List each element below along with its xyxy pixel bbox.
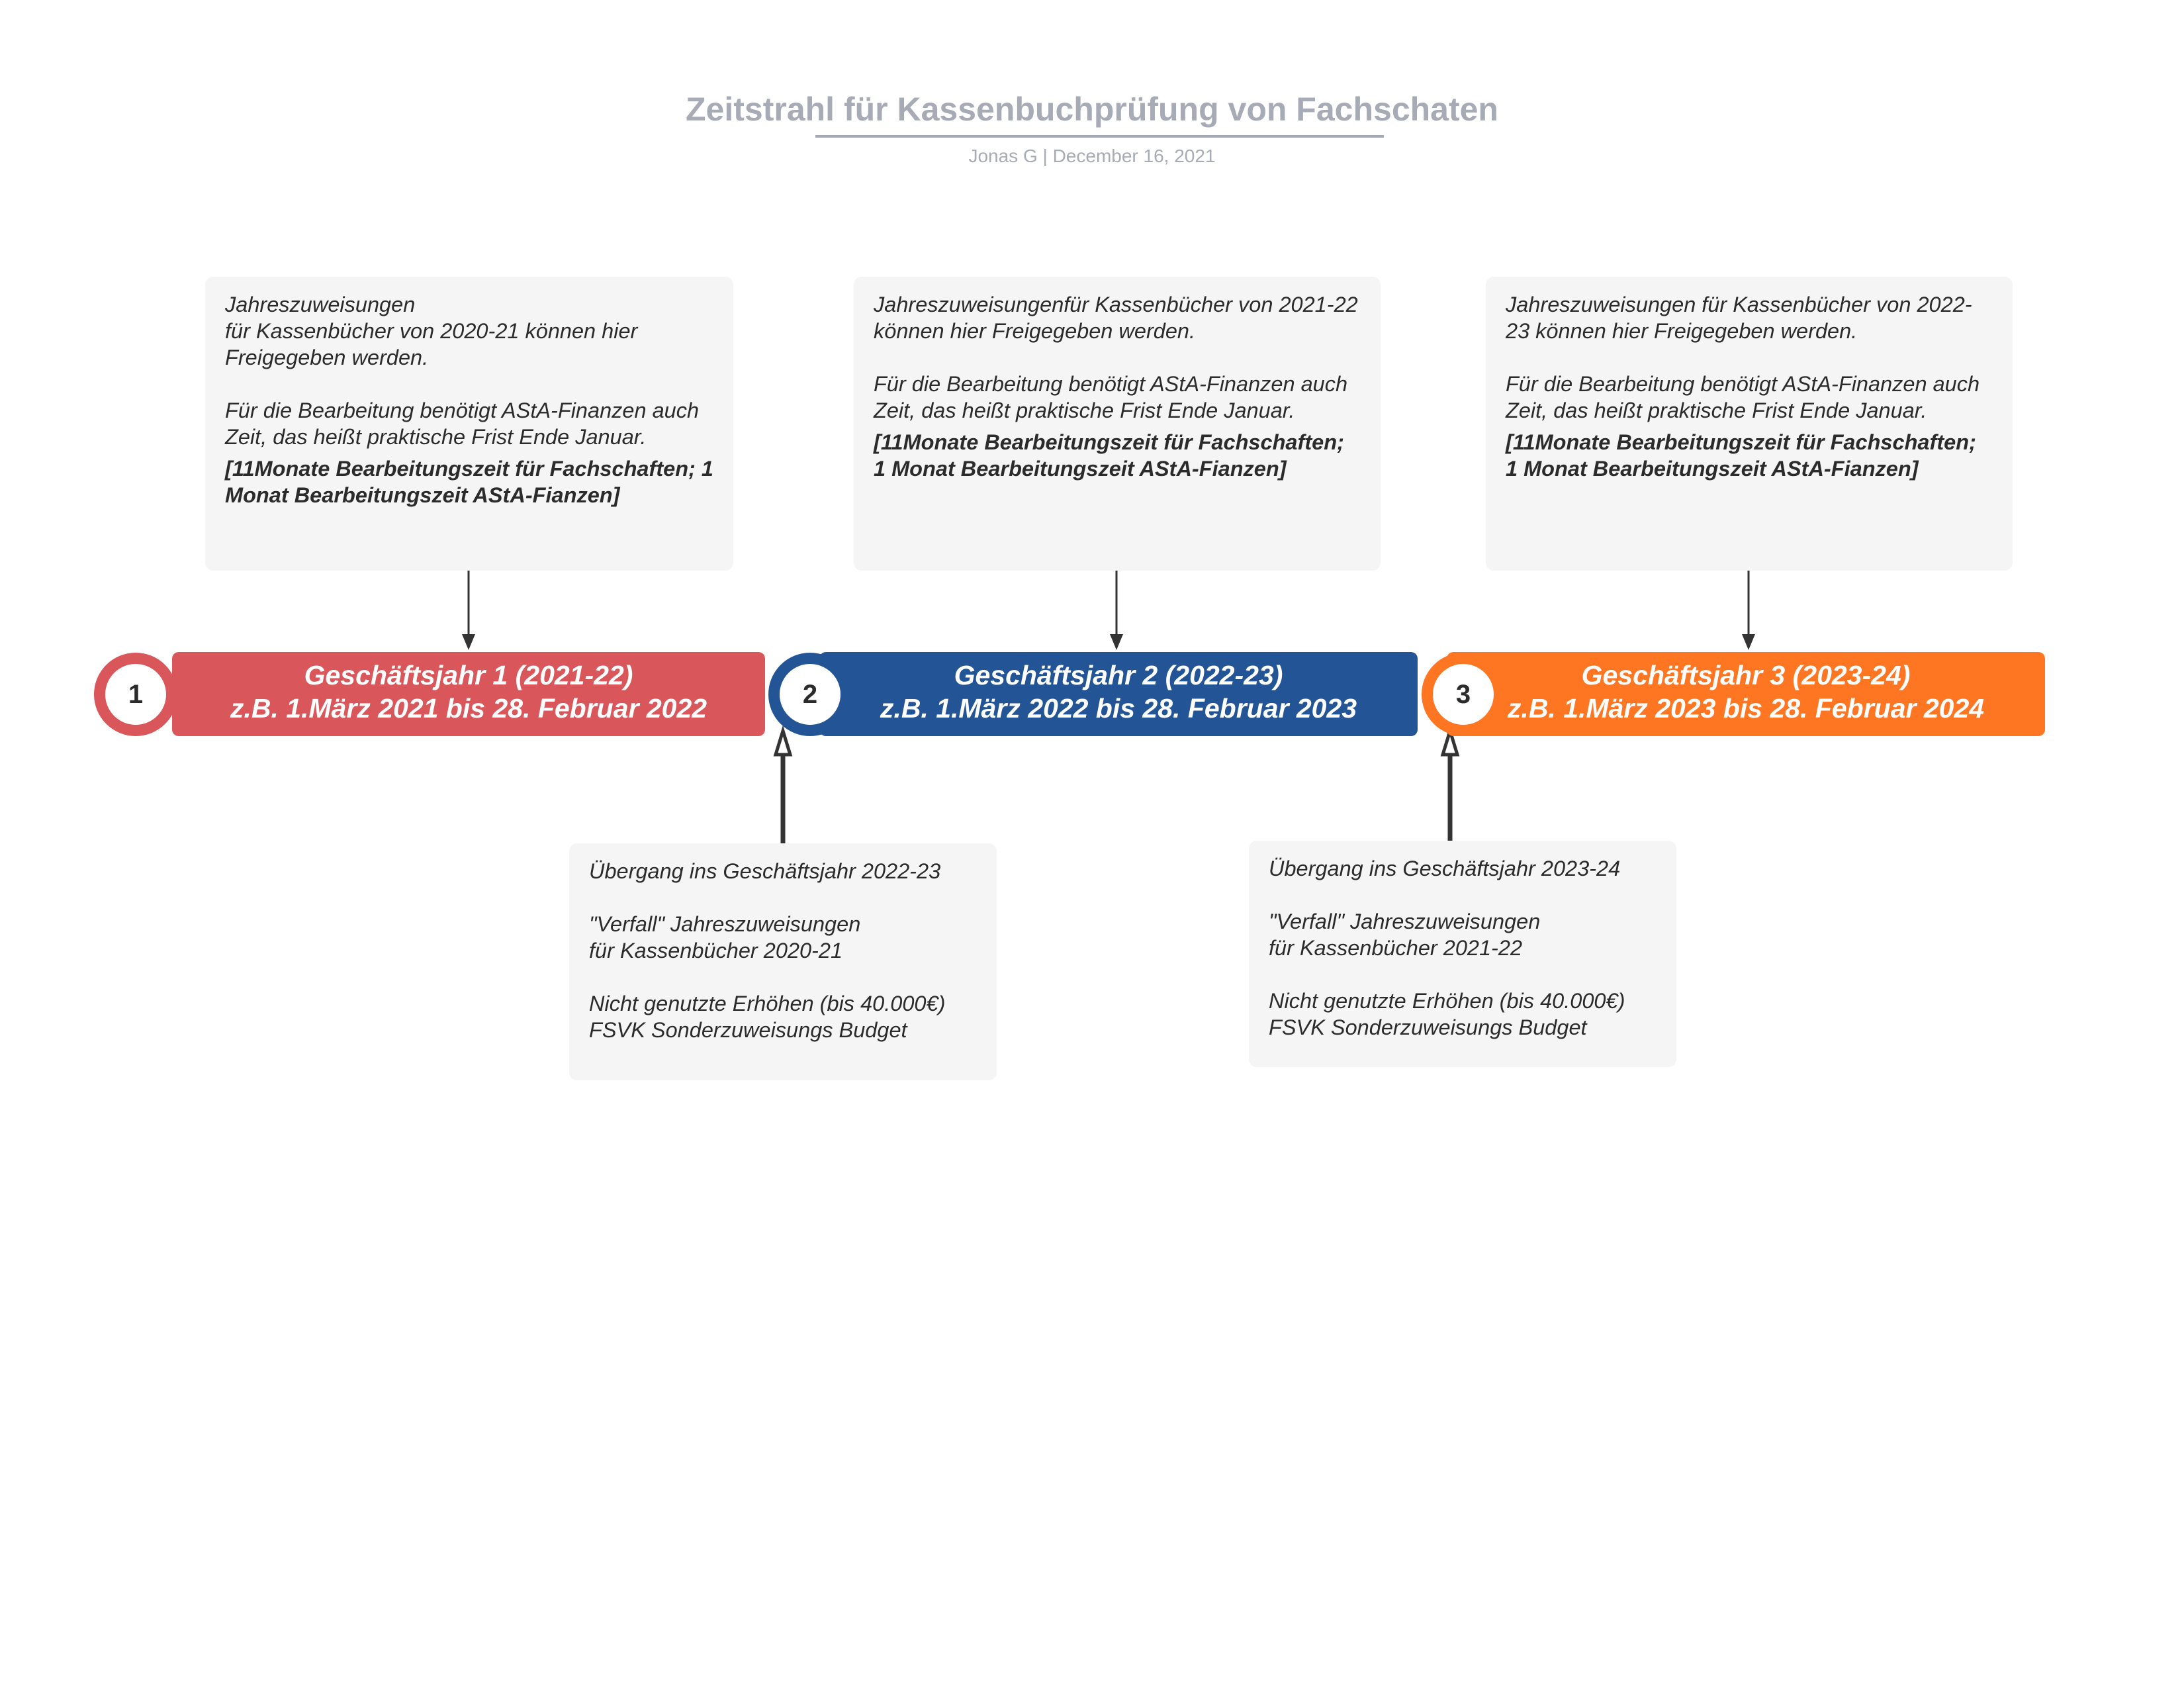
note-transition-1-heading: Übergang ins Geschäftsjahr 2022-23 — [589, 859, 941, 883]
phase-marker-1-number: 1 — [128, 679, 144, 709]
phase-1-dates: z.B. 1.März 2021 bis 28. Februar 2022 — [230, 693, 707, 724]
note-phase-2: Jahreszuweisungenfür Kassenbücher von 20… — [854, 277, 1381, 571]
phase-marker-1: 1 — [94, 653, 177, 736]
note-transition-2-expiry: "Verfall" Jahreszuweisungen für Kassenbü… — [1269, 910, 1541, 960]
phase-marker-3: 3 — [1422, 653, 1505, 736]
note-phase-1-detail: Für die Bearbeitung benötigt AStA-Finanz… — [225, 399, 700, 449]
note-transition-1: Übergang ins Geschäftsjahr 2022-23 "Verf… — [569, 843, 997, 1080]
note-phase-1-emphasis: [11Monate Bearbeitungszeit für Fachschaf… — [225, 457, 714, 507]
note-phase-1: Jahreszuweisungen für Kassenbücher von 2… — [205, 277, 733, 571]
arrowhead-phase3 — [1742, 634, 1755, 650]
phase-2-title: Geschäftsjahr 2 (2022-23) — [954, 660, 1283, 690]
note-phase-3-detail: Für die Bearbeitung benötigt AStA-Finanz… — [1506, 372, 1980, 422]
phase-bar-2: Geschäftsjahr 2 (2022-23) z.B. 1.März 20… — [819, 652, 1418, 736]
arrowhead-phase2 — [1110, 634, 1123, 650]
note-transition-1-expiry: "Verfall" Jahreszuweisungen für Kassenbü… — [589, 912, 861, 962]
phase-marker-3-number: 3 — [1455, 679, 1471, 709]
phase-bar-3: Geschäftsjahr 3 (2023-24) z.B. 1.März 20… — [1447, 652, 2045, 736]
phase-marker-2-number: 2 — [802, 679, 818, 709]
arrowhead-transition1 — [773, 725, 793, 757]
arrowhead-transition2 — [1440, 725, 1460, 757]
page-title: Zeitstrahl für Kassenbuchprüfung von Fac… — [686, 91, 1498, 128]
note-phase-3-intro: Jahreszuweisungen für Kassenbücher von 2… — [1506, 293, 1972, 343]
note-phase-1-intro: Jahreszuweisungen für Kassenbücher von 2… — [225, 293, 638, 369]
note-phase-2-detail: Für die Bearbeitung benötigt AStA-Finanz… — [874, 372, 1348, 422]
phase-1-title: Geschäftsjahr 1 (2021-22) — [304, 660, 633, 690]
phase-bar-1: Geschäftsjahr 1 (2021-22) z.B. 1.März 20… — [172, 652, 765, 736]
note-transition-2-budget: Nicht genutzte Erhöhen (bis 40.000€) FSV… — [1269, 989, 1625, 1039]
note-transition-1-budget: Nicht genutzte Erhöhen (bis 40.000€) FSV… — [589, 992, 946, 1042]
phase-3-title: Geschäftsjahr 3 (2023-24) — [1581, 660, 1911, 690]
note-phase-3: Jahreszuweisungen für Kassenbücher von 2… — [1486, 277, 2013, 571]
page-subtitle: Jonas G | December 16, 2021 — [968, 146, 1216, 166]
note-phase-2-emphasis: [11Monate Bearbeitungszeit für Fachschaf… — [874, 430, 1344, 481]
phase-marker-2: 2 — [768, 653, 852, 736]
phase-2-dates: z.B. 1.März 2022 bis 28. Februar 2023 — [880, 693, 1357, 724]
note-phase-3-emphasis: [11Monate Bearbeitungszeit für Fachschaf… — [1506, 430, 1976, 481]
note-transition-2: Übergang ins Geschäftsjahr 2023-24 "Verf… — [1249, 841, 1676, 1067]
note-phase-2-intro: Jahreszuweisungenfür Kassenbücher von 20… — [874, 293, 1358, 343]
arrowhead-phase1 — [462, 634, 475, 650]
note-transition-2-heading: Übergang ins Geschäftsjahr 2023-24 — [1269, 857, 1621, 880]
phase-3-dates: z.B. 1.März 2023 bis 28. Februar 2024 — [1507, 693, 1985, 724]
title-underline — [815, 135, 1384, 138]
